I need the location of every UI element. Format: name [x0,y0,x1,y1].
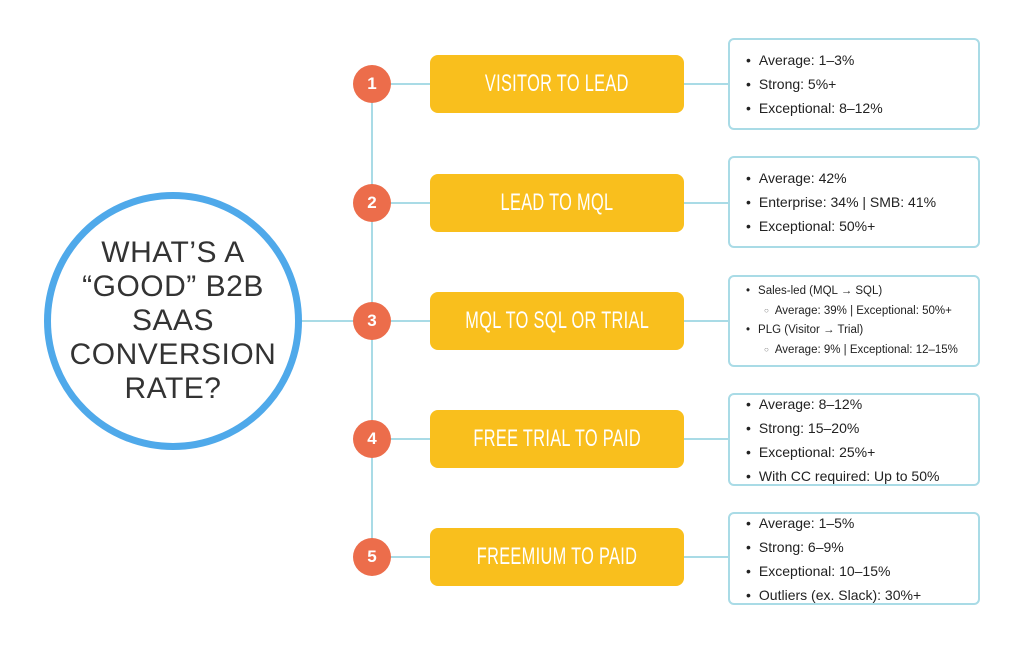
benchmark-item: Average: 9% | Exceptional: 12–15% [746,340,978,360]
benchmark-item: Exceptional: 8–12% [746,96,978,120]
benchmark-box: Average: 1–3%Strong: 5%+Exceptional: 8–1… [728,38,980,130]
benchmark-item: Enterprise: 34% | SMB: 41% [746,190,978,214]
stage-label: VISITOR TO LEAD [485,70,629,97]
step-number-badge: 2 [353,184,391,222]
benchmark-box: Sales-led (MQL → SQL)Average: 39% | Exce… [728,275,980,367]
benchmark-item: Strong: 6–9% [746,535,978,559]
benchmark-item: Average: 1–3% [746,48,978,72]
benchmark-item: Average: 42% [746,166,978,190]
benchmark-box: Average: 8–12%Strong: 15–20%Exceptional:… [728,393,980,486]
stage-label-box: FREEMIUM TO PAID [430,528,684,586]
stage-label-box: VISITOR TO LEAD [430,55,684,113]
step-number-badge: 1 [353,65,391,103]
benchmark-box: Average: 1–5%Strong: 6–9%Exceptional: 10… [728,512,980,605]
benchmark-item: Strong: 15–20% [746,416,978,440]
step-number-badge: 4 [353,420,391,458]
stage-label-box: MQL TO SQL OR TRIAL [430,292,684,350]
title: WHAT’S A “GOOD” B2B SAAS CONVERSION RATE… [69,236,277,405]
benchmark-item: Strong: 5%+ [746,72,978,96]
benchmark-item: Exceptional: 25%+ [746,440,978,464]
benchmark-box: Average: 42%Enterprise: 34% | SMB: 41%Ex… [728,156,980,248]
center-connector [295,320,355,322]
benchmark-item: Exceptional: 50%+ [746,214,978,238]
benchmark-item: Average: 39% | Exceptional: 50%+ [746,301,978,321]
stage-label: MQL TO SQL OR TRIAL [465,307,649,334]
benchmark-item: PLG (Visitor → Trial) [746,321,978,340]
benchmark-item: Average: 1–5% [746,511,978,535]
benchmark-item: Outliers (ex. Slack): 30%+ [746,583,978,607]
benchmark-item: Sales-led (MQL → SQL) [746,282,978,301]
stage-label-box: FREE TRIAL TO PAID [430,410,684,468]
step-number-badge: 3 [353,302,391,340]
stage-label: FREEMIUM TO PAID [476,543,638,570]
stage-label: LEAD TO MQL [500,189,614,216]
benchmark-item: Average: 8–12% [746,392,978,416]
title-circle: WHAT’S A “GOOD” B2B SAAS CONVERSION RATE… [44,192,302,450]
benchmark-item: With CC required: Up to 50% [746,464,978,488]
step-number-badge: 5 [353,538,391,576]
benchmark-item: Exceptional: 10–15% [746,559,978,583]
stage-label-box: LEAD TO MQL [430,174,684,232]
stage-label: FREE TRIAL TO PAID [473,425,641,452]
